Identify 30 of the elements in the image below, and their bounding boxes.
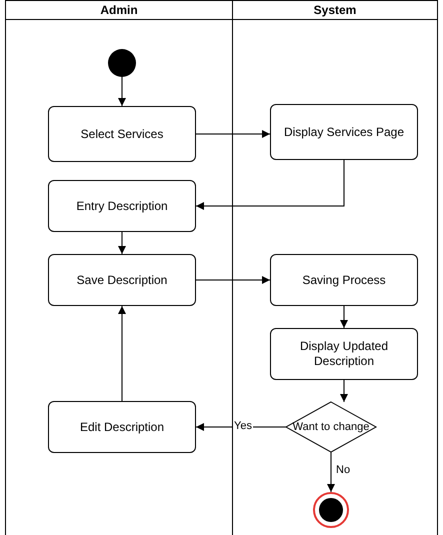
activity-label: Select Services (80, 126, 164, 142)
arrow (118, 306, 126, 402)
activity-box (270, 254, 418, 306)
arrow (340, 306, 348, 328)
activity-box (48, 106, 196, 162)
activity-box (48, 254, 196, 306)
arrow (196, 160, 344, 210)
activity-box (270, 328, 418, 380)
activity-box (270, 104, 418, 160)
activity-label: Want to change (292, 420, 370, 434)
arrow (118, 76, 126, 106)
activity-box (48, 401, 196, 453)
arrow (196, 423, 286, 431)
activity-label: Save Description (76, 272, 168, 288)
activity-label: Edit Description (80, 420, 164, 434)
decision-diamond (286, 402, 376, 452)
lane-header: Admin (6, 1, 232, 20)
arrow (196, 130, 270, 138)
arrow (327, 452, 335, 492)
activity-label: Display Updated Description (298, 339, 390, 369)
lane-header: System (233, 1, 437, 20)
end-node (313, 492, 349, 528)
activity-box (48, 180, 196, 232)
activity-label: Saving Process (302, 272, 386, 288)
arrow (196, 276, 270, 284)
start-node (108, 49, 136, 77)
arrow (118, 232, 126, 254)
activity-label: Display Services Page (284, 124, 404, 140)
arrow (340, 380, 348, 402)
activity-label: Entry Description (76, 198, 168, 214)
